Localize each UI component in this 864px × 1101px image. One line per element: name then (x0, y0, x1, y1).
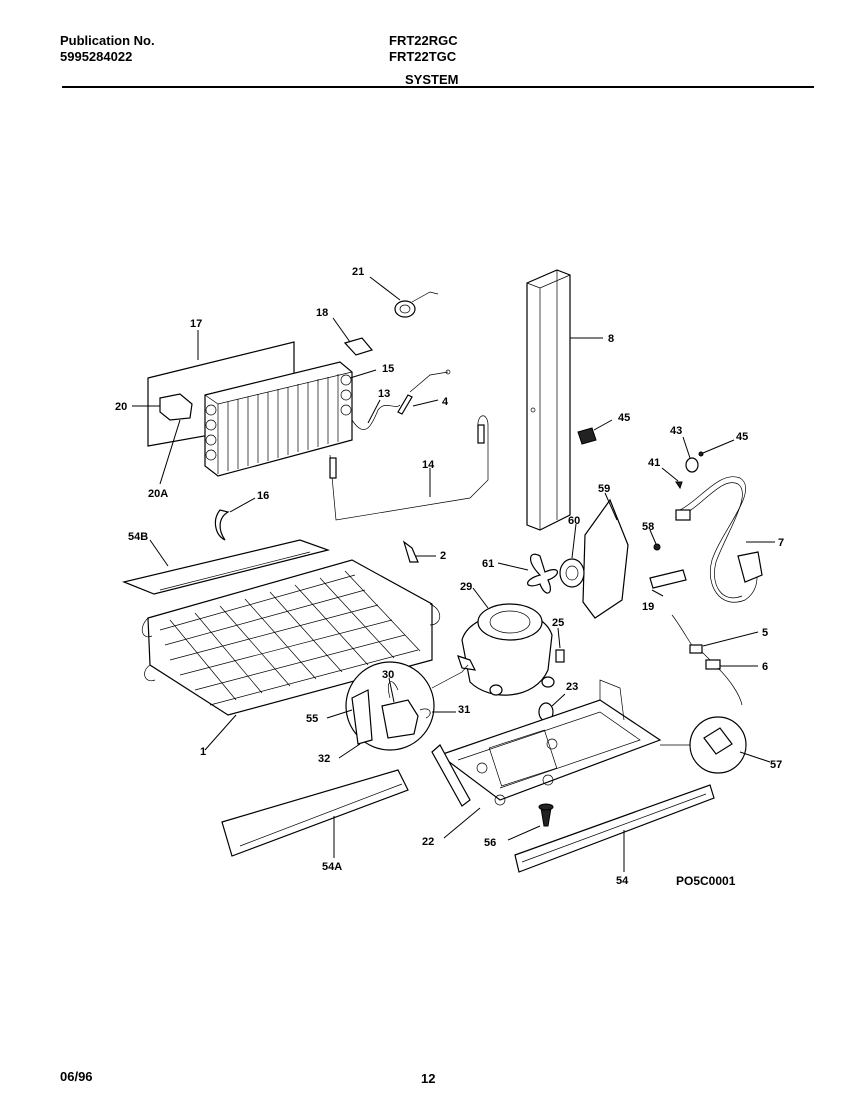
callout-label: 16 (257, 490, 269, 502)
callout-label: 45 (736, 431, 748, 443)
part-bracket-20 (159, 393, 193, 421)
callout-label: 7 (778, 537, 784, 549)
part-screw-56 (538, 803, 554, 827)
callout-label: 8 (608, 333, 614, 345)
callout-label: 23 (566, 681, 578, 693)
callout-label: 1 (200, 746, 206, 758)
callout-label: 2 (440, 550, 446, 562)
part-grommet-21 (394, 291, 439, 318)
model-number-2: FRT22TGC (389, 49, 457, 64)
callout-label: 31 (458, 704, 470, 716)
figure-code: PO5C0001 (676, 874, 736, 888)
part-bracket-59 (582, 498, 629, 619)
part-compressor-29 (457, 603, 555, 696)
part-relay-detail (345, 661, 469, 751)
part-wires-5-6 (671, 614, 743, 706)
callout-label: 25 (552, 617, 564, 629)
callout-label: 20 (115, 401, 127, 413)
callout-label: 61 (482, 558, 494, 570)
callout-label: 45 (618, 412, 630, 424)
part-heater-14 (329, 415, 489, 521)
part-channel-8 (526, 269, 571, 531)
callout-label: 19 (642, 601, 654, 613)
callout-label: 21 (352, 266, 364, 278)
callout-label: 55 (306, 713, 318, 725)
part-grommets-25-23 (538, 649, 565, 722)
callout-label: 32 (318, 753, 330, 765)
part-screw-45 (577, 419, 613, 445)
callout-label: 14 (422, 459, 435, 471)
callout-label: 17 (190, 318, 202, 330)
callout-label: 54A (322, 861, 342, 873)
part-sensor-13-4 (351, 369, 451, 430)
part-clip-2 (402, 540, 419, 563)
callout-label: 13 (378, 388, 390, 400)
part-tube-19 (649, 569, 687, 589)
callout-label: 58 (642, 521, 654, 533)
callout-label: 22 (422, 836, 434, 848)
callout-label: 29 (460, 581, 472, 593)
footer-date: 06/96 (60, 1069, 93, 1084)
part-rail-54A (221, 769, 409, 857)
part-small-hardware (661, 436, 735, 490)
part-clip-18 (343, 337, 374, 356)
publication-label: Publication No. (60, 33, 155, 48)
part-fan-motor-60 (559, 558, 585, 588)
section-title: SYSTEM (405, 72, 459, 87)
publication-number: 5995284022 (60, 49, 133, 64)
part-clamp-16 (214, 509, 230, 541)
part-detail-57 (660, 716, 747, 774)
part-rail-54B (122, 539, 331, 595)
callout-label: 59 (598, 483, 610, 495)
part-evaporator-15 (204, 361, 353, 477)
part-base-tray-22 (431, 679, 662, 807)
callout-label: 54B (128, 531, 148, 543)
part-screw-58 (653, 543, 661, 551)
part-power-cord-7 (675, 476, 763, 603)
model-number-1: FRT22RGC (389, 33, 458, 48)
callout-label: 43 (670, 425, 682, 437)
callout-label: 30 (382, 669, 394, 681)
header-rule (62, 86, 814, 88)
part-fan-blade-61 (527, 553, 558, 594)
callout-label: 18 (316, 307, 328, 319)
callout-label: 15 (382, 363, 394, 375)
callout-label: 57 (770, 759, 782, 771)
callout-label: 6 (762, 661, 768, 673)
callout-label: 5 (762, 627, 768, 639)
part-rail-54 (514, 784, 715, 873)
callout-label: 56 (484, 837, 496, 849)
callout-label: 60 (568, 515, 580, 527)
callout-label: 4 (442, 396, 449, 408)
callout-label: 20A (148, 488, 168, 500)
callout-label: 54 (616, 875, 629, 887)
footer-page-number: 12 (421, 1071, 436, 1086)
callout-label: 41 (648, 457, 660, 469)
